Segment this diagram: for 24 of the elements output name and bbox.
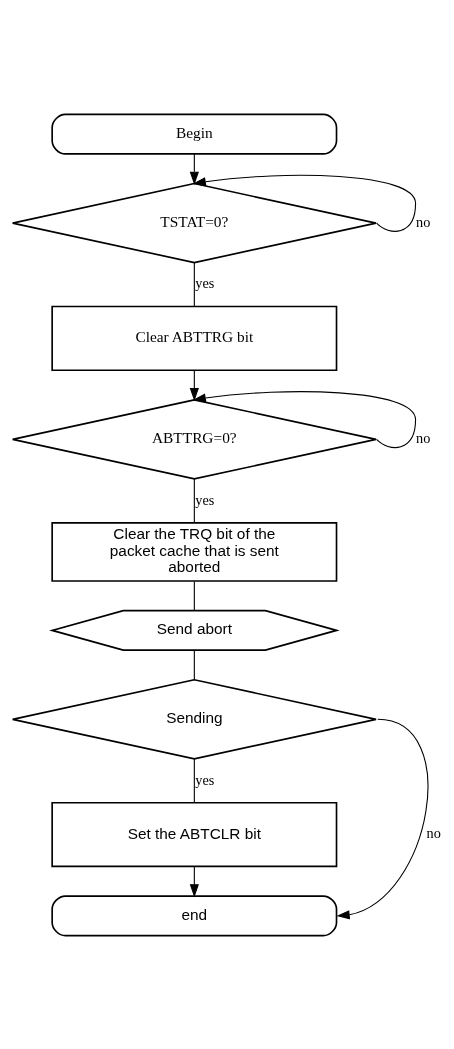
node-box: end xyxy=(51,894,338,936)
node-diamond: Sending xyxy=(11,678,377,760)
node-box: Clear ABTTRG bit xyxy=(51,305,338,371)
arrow xyxy=(189,865,199,897)
arrow xyxy=(189,153,199,185)
edge-label: yes xyxy=(195,274,215,291)
arrow xyxy=(192,174,417,232)
node-box: Clear the TRQ bit of the packet cache that is sent aborted xyxy=(51,521,338,582)
arrow xyxy=(336,718,429,919)
edge-label: no xyxy=(416,213,431,230)
node-diamond: TSTAT=0? xyxy=(11,182,377,263)
node-box: Set the ABTCLR bit xyxy=(51,801,338,867)
edge-label: yes xyxy=(195,771,215,788)
edge-label: no xyxy=(426,824,441,841)
connector xyxy=(193,649,195,680)
arrow xyxy=(192,390,417,448)
connector xyxy=(193,261,195,307)
node-box: Begin xyxy=(51,113,338,155)
connector xyxy=(193,757,195,803)
edge-label: yes xyxy=(195,491,215,508)
connector xyxy=(193,478,195,523)
node-diamond: ABTTRG=0? xyxy=(11,398,377,480)
edge-label: no xyxy=(416,429,431,446)
connector xyxy=(193,580,195,611)
